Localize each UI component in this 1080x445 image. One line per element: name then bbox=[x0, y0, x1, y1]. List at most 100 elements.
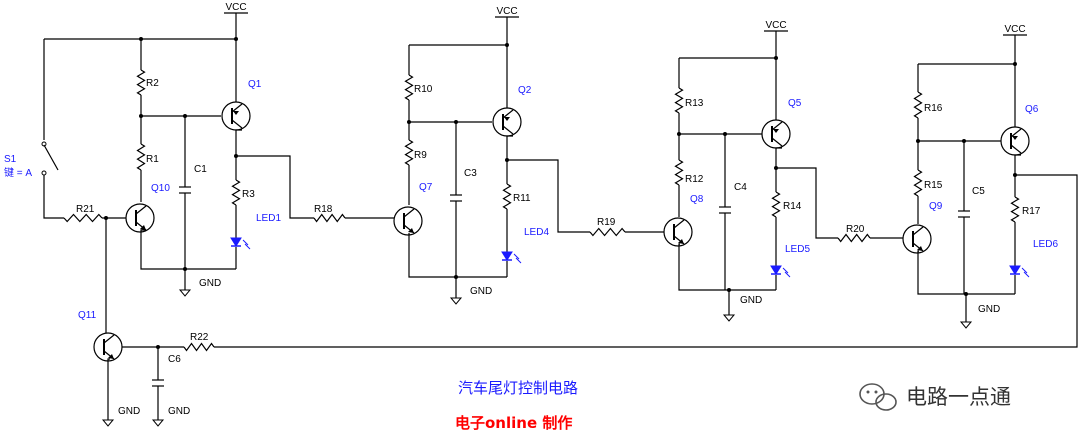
wire bbox=[43, 175, 64, 219]
transistor-label: Q6 bbox=[1025, 104, 1039, 115]
resistor-label: R13 bbox=[685, 98, 704, 109]
ground-label: GND bbox=[199, 278, 221, 289]
transistor-arrow bbox=[773, 129, 779, 133]
transistor-body bbox=[1000, 126, 1030, 156]
led-led1: LED1 bbox=[230, 213, 281, 250]
diagram-title: 汽车尾灯控制电路 bbox=[458, 379, 578, 397]
resistor-label: R21 bbox=[76, 204, 95, 215]
resistor-label: R9 bbox=[414, 150, 427, 161]
transistor-label: Q8 bbox=[690, 194, 704, 205]
vcc-label: VCC bbox=[765, 20, 786, 31]
transistor-body bbox=[492, 107, 522, 137]
transistor-q1: Q1 bbox=[221, 79, 262, 131]
resistor-r17: R17 bbox=[1010, 196, 1041, 223]
transistor-arrow bbox=[233, 111, 239, 115]
transistor-label: Q5 bbox=[788, 98, 802, 109]
transistor-collector bbox=[912, 226, 924, 236]
ground-label: GND bbox=[118, 406, 140, 417]
wire bbox=[678, 243, 776, 291]
transistor-body bbox=[663, 217, 693, 247]
logo-eye bbox=[874, 390, 878, 394]
watermark-text: 电路一点通 bbox=[906, 385, 1011, 409]
transistor-collector bbox=[403, 208, 415, 218]
vcc-symbol: VCC bbox=[495, 6, 519, 18]
vcc-label: VCC bbox=[225, 2, 246, 13]
ground-label: GND bbox=[168, 406, 190, 417]
resistor-label: R17 bbox=[1022, 206, 1041, 217]
resistor-label: R3 bbox=[242, 189, 255, 200]
resistor-label: R22 bbox=[190, 332, 209, 343]
resistor-body bbox=[771, 191, 781, 218]
transistor-body bbox=[761, 119, 791, 149]
resistor-label: R16 bbox=[924, 103, 943, 114]
ground-symbol: GND bbox=[722, 295, 762, 322]
transistor-label: Q2 bbox=[518, 85, 532, 96]
led-led4: LED4 bbox=[501, 227, 549, 264]
resistor-r2: R2 bbox=[136, 69, 159, 96]
transistor-collector bbox=[771, 137, 783, 147]
ground-label: GND bbox=[740, 295, 762, 306]
led-led6: LED6 bbox=[1009, 239, 1058, 278]
capacitor-c5: C5 bbox=[958, 141, 985, 294]
capacitor-label: C5 bbox=[972, 186, 985, 197]
transistor-arrow bbox=[1012, 136, 1018, 140]
resistor-body bbox=[183, 342, 215, 352]
resistor-r20: R20 bbox=[837, 224, 871, 243]
transistor-q5: Q5 bbox=[761, 98, 802, 149]
wire bbox=[776, 167, 838, 239]
ground-symbol: GND bbox=[178, 278, 221, 297]
resistor-label: R12 bbox=[685, 174, 704, 185]
vcc-label: VCC bbox=[496, 6, 517, 17]
led-triangle bbox=[501, 251, 513, 261]
led-ray bbox=[784, 271, 791, 278]
resistor-r13: R13 bbox=[674, 87, 704, 114]
led-ray bbox=[513, 253, 520, 260]
transistor-collector bbox=[1010, 144, 1022, 154]
wire bbox=[507, 159, 590, 233]
led-triangle bbox=[230, 237, 242, 247]
resistor-r11: R11 bbox=[502, 183, 531, 210]
capacitor-c3: C3 bbox=[450, 122, 477, 277]
wire bbox=[107, 358, 110, 420]
wire bbox=[1014, 154, 1021, 175]
resistor-label: R10 bbox=[414, 84, 433, 95]
capacitor-c6: C6 bbox=[152, 347, 181, 420]
switch-key-label: 键 = A bbox=[4, 166, 32, 179]
resistor-r3: R3 bbox=[231, 179, 255, 206]
transistor-emitter bbox=[1010, 128, 1022, 138]
resistor-label: R2 bbox=[146, 78, 159, 89]
resistor-r21: R21 bbox=[63, 204, 103, 223]
transistor-collector bbox=[135, 205, 147, 215]
resistor-label: R11 bbox=[513, 193, 531, 204]
led-led5: LED5 bbox=[770, 244, 810, 278]
resistor-label: R15 bbox=[924, 180, 943, 191]
led-ray bbox=[1021, 267, 1028, 274]
wechat-logo bbox=[859, 383, 897, 411]
led-label: LED1 bbox=[256, 213, 281, 224]
resistor-r12: R12 bbox=[674, 159, 704, 186]
logo-bubble bbox=[859, 383, 885, 405]
logo-bubble bbox=[875, 393, 897, 411]
logo-eye bbox=[866, 390, 870, 394]
wire bbox=[236, 155, 314, 219]
transistor-arrow bbox=[140, 225, 146, 230]
resistor-label: R20 bbox=[846, 224, 865, 235]
transistor-label: Q7 bbox=[419, 182, 433, 193]
capacitor-label: C4 bbox=[734, 182, 747, 193]
resistor-body bbox=[589, 227, 626, 237]
led-triangle bbox=[1009, 265, 1021, 275]
transistor-q11: Q11 bbox=[78, 310, 123, 362]
transistor-collector bbox=[231, 119, 243, 129]
resistor-label: R18 bbox=[314, 204, 333, 215]
transistor-collector bbox=[502, 125, 514, 135]
resistor-body bbox=[231, 179, 241, 206]
vcc-symbol: VCC bbox=[764, 20, 788, 32]
ground-label: GND bbox=[978, 304, 1000, 315]
resistor-r10: R10 bbox=[404, 74, 433, 101]
led-label: LED5 bbox=[785, 244, 810, 255]
transistor-body bbox=[393, 206, 423, 236]
switch-blade bbox=[43, 144, 59, 171]
resistor-body bbox=[136, 69, 146, 96]
wire bbox=[214, 174, 1078, 348]
